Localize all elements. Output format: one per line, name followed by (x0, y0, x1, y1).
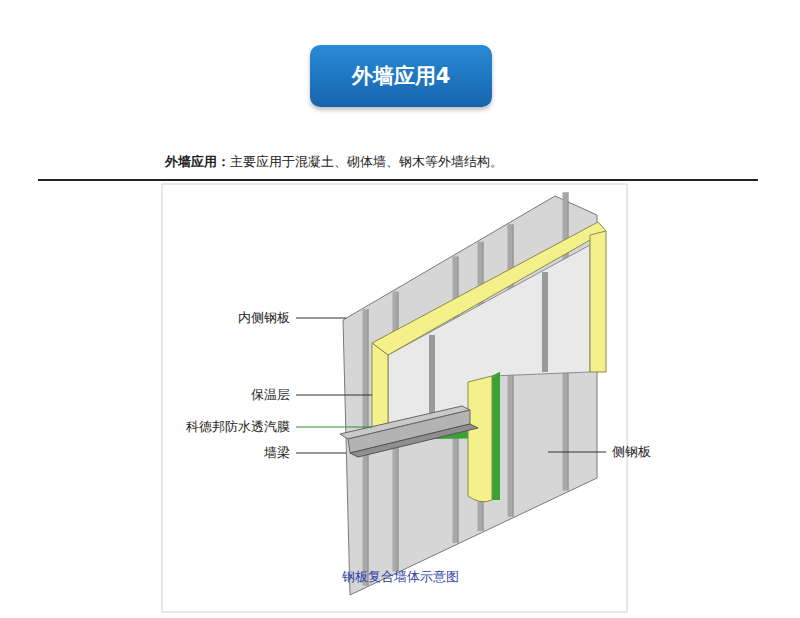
leader-line (296, 318, 346, 319)
figure-caption: 钢板复合墙体示意图 (342, 569, 459, 585)
membrane-edge (492, 372, 500, 500)
leader-line (548, 452, 606, 453)
wall-girt-flange (350, 424, 478, 457)
divider-line (38, 179, 758, 181)
part-label: 科德邦防水透汽膜 (186, 419, 290, 435)
title-badge: 外墙应用4 (310, 45, 492, 107)
part-label: 保温层 (251, 387, 290, 403)
part-label: 内侧钢板 (238, 310, 290, 326)
intro-text: 主要应用于混凝土、砌体墙、钢木等外墙结构。 (230, 154, 503, 170)
leader-line (296, 395, 372, 396)
insulation-slab (468, 376, 492, 502)
inner-rib (542, 272, 548, 372)
intro-heading: 外墙应用： (165, 154, 230, 170)
part-label: 侧钢板 (612, 444, 651, 460)
leader-line (296, 427, 372, 428)
insulation-top (372, 222, 606, 355)
insulation-left (372, 343, 388, 434)
insulation-right (590, 231, 606, 372)
leader-line (296, 453, 346, 454)
part-label: 墙梁 (264, 445, 290, 461)
page-title: 外墙应用4 (352, 62, 451, 90)
figure-frame (162, 184, 627, 612)
